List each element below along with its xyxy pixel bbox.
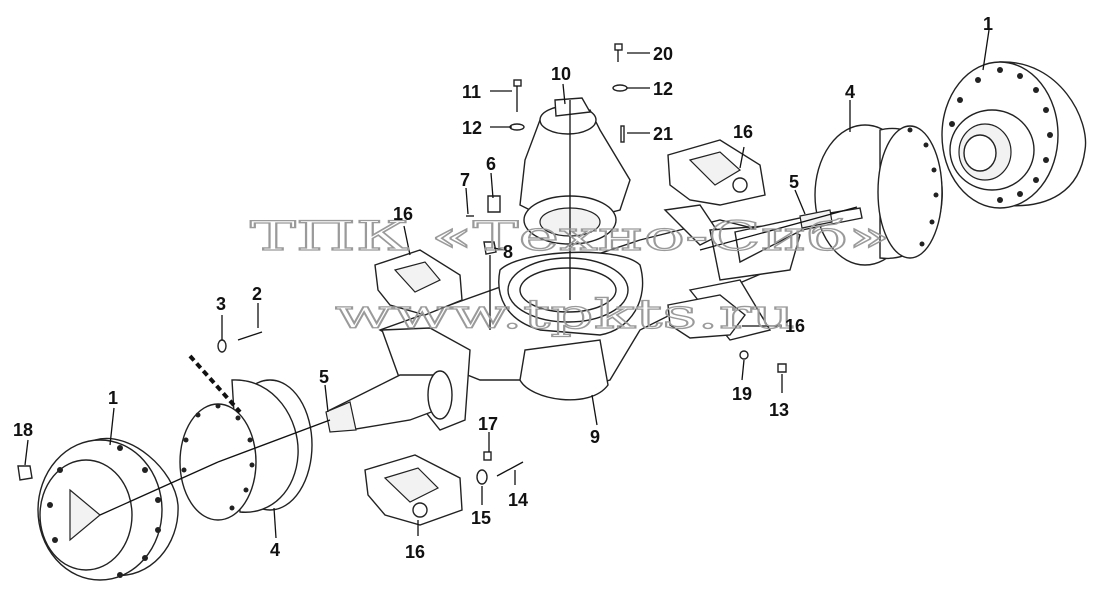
washer-15 xyxy=(476,469,488,485)
caliper-left-upper xyxy=(374,249,463,316)
right-wheel-hub xyxy=(941,61,1087,209)
nut-8 xyxy=(483,241,497,255)
plate-6 xyxy=(487,195,501,213)
left-wheel-hub xyxy=(37,437,179,581)
left-brake-disc xyxy=(179,379,313,521)
callout-12-left: 12 xyxy=(462,118,482,138)
bolt-17 xyxy=(483,451,492,461)
washer-12-left xyxy=(509,123,525,131)
callout-4-left-disc: 4 xyxy=(270,540,280,560)
screw-13 xyxy=(777,363,787,373)
callout-3: 3 xyxy=(216,294,226,314)
bolt-20 xyxy=(614,43,623,62)
callout-14: 14 xyxy=(508,490,528,510)
caliper-upper-right xyxy=(667,139,766,206)
caliper-right-lower xyxy=(667,294,746,339)
callout-11: 11 xyxy=(462,82,481,102)
callout-21: 21 xyxy=(653,124,673,144)
callout-1-right-hub: 1 xyxy=(983,14,993,34)
caliper-lower xyxy=(364,454,463,526)
washer-19 xyxy=(739,350,749,360)
callout-5-left-shaft: 5 xyxy=(319,367,329,387)
callout-4-right-disc: 4 xyxy=(845,82,855,102)
callout-9: 9 xyxy=(590,427,600,447)
callout-7: 7 xyxy=(460,170,470,190)
bolt-2 xyxy=(237,331,263,341)
callout-20: 20 xyxy=(653,44,673,64)
callout-6: 6 xyxy=(486,154,496,174)
callout-1-left-hub: 1 xyxy=(108,388,118,408)
callout-5-right-shaft: 5 xyxy=(789,172,799,192)
callout-labels: 1 1 2 3 4 4 5 5 6 7 8 9 10 11 12 12 13 1… xyxy=(13,14,993,562)
bolt-11 xyxy=(513,79,522,112)
center-lines xyxy=(99,100,858,516)
leader-lines xyxy=(24,29,990,539)
callout-12-right: 12 xyxy=(653,79,673,99)
callout-17: 17 xyxy=(478,414,498,434)
callout-19: 19 xyxy=(732,384,752,404)
callout-16-upper-right: 16 xyxy=(733,122,753,142)
callout-16-right: 16 xyxy=(785,316,805,336)
callout-13: 13 xyxy=(769,400,789,420)
right-axle-shaft xyxy=(734,207,863,264)
callout-18: 18 xyxy=(13,420,33,440)
washer-3 xyxy=(217,339,227,353)
callout-2: 2 xyxy=(252,284,262,304)
callout-15: 15 xyxy=(471,508,491,528)
watermark: ТПК «Техно-Сиб» www.tpkts.ru xyxy=(249,213,890,338)
callout-8: 8 xyxy=(503,242,513,262)
callout-16-left: 16 xyxy=(393,204,413,224)
callout-16-lower: 16 xyxy=(405,542,425,562)
assembly-dashed-line xyxy=(188,354,242,414)
watermark-line-2: www.tpkts.ru xyxy=(335,292,795,338)
right-brake-disc xyxy=(814,124,943,266)
left-axle-shaft xyxy=(325,370,453,433)
bolt-14 xyxy=(496,461,524,477)
callout-10: 10 xyxy=(551,64,571,84)
pin-21 xyxy=(620,125,625,143)
washer-12-right xyxy=(612,84,628,92)
watermark-line-1: ТПК «Техно-Сиб» xyxy=(250,214,890,260)
nut-18 xyxy=(17,465,33,481)
